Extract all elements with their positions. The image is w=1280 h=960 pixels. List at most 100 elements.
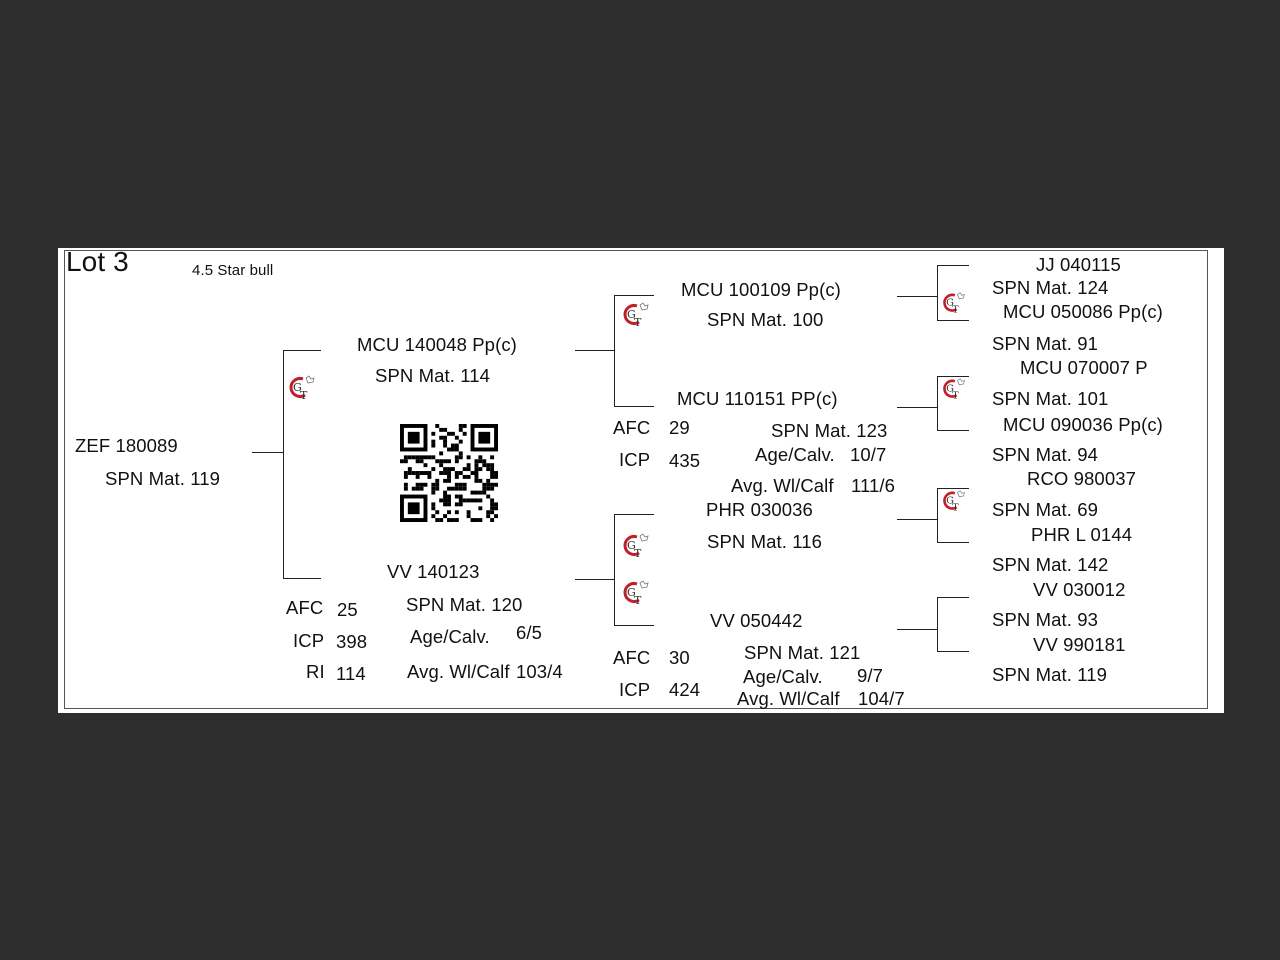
connector bbox=[937, 597, 938, 652]
connector bbox=[937, 376, 938, 431]
ssd-id: MCU 050086 Pp(c) bbox=[1003, 301, 1163, 322]
sss-spn: SPN Mat. 124 bbox=[992, 277, 1109, 298]
sd-age-value: 10/7 bbox=[850, 444, 887, 465]
dam-afc-value: 25 bbox=[337, 599, 358, 620]
connector bbox=[937, 597, 969, 598]
dd-icp-label: ICP bbox=[619, 679, 651, 700]
dd-icp-value: 424 bbox=[669, 679, 701, 700]
sd-wt-value: 111/6 bbox=[851, 475, 896, 496]
ss-spn: SPN Mat. 100 bbox=[707, 309, 824, 330]
sire-id: MCU 140048 Pp(c) bbox=[357, 334, 517, 355]
connector bbox=[897, 296, 937, 297]
svg-text:T: T bbox=[634, 316, 642, 329]
connector bbox=[283, 350, 284, 579]
connector bbox=[614, 295, 615, 406]
svg-text:G: G bbox=[946, 384, 954, 395]
svg-text:T: T bbox=[952, 503, 959, 514]
frame-right-rule bbox=[1207, 250, 1208, 709]
connector bbox=[575, 350, 614, 351]
connector bbox=[937, 376, 969, 377]
frame-bottom-rule bbox=[64, 708, 1208, 709]
connector bbox=[937, 488, 969, 489]
ss-id: MCU 100109 Pp(c) bbox=[681, 279, 841, 300]
connector bbox=[283, 578, 321, 579]
connector bbox=[937, 430, 969, 431]
ddd-spn: SPN Mat. 119 bbox=[992, 664, 1107, 685]
svg-text:T: T bbox=[634, 547, 642, 560]
connector bbox=[937, 265, 938, 321]
subject-spn: SPN Mat. 119 bbox=[105, 468, 220, 489]
dd-wt-label: Avg. Wl/Calf bbox=[737, 688, 840, 709]
sd-age-label: Age/Calv. bbox=[755, 444, 835, 465]
dam-spn: SPN Mat. 120 bbox=[406, 594, 523, 615]
sdd-spn: SPN Mat. 94 bbox=[992, 444, 1098, 465]
connector bbox=[937, 488, 938, 543]
connector bbox=[575, 579, 614, 580]
dd-wt-value: 104/7 bbox=[858, 688, 905, 709]
svg-text:G: G bbox=[293, 381, 302, 394]
dss-spn: SPN Mat. 69 bbox=[992, 499, 1098, 520]
sire-spn: SPN Mat. 114 bbox=[375, 365, 490, 386]
dam-age-value: 6/5 bbox=[516, 622, 543, 643]
svg-text:G: G bbox=[627, 586, 636, 599]
dss-id: RCO 980037 bbox=[1027, 468, 1136, 489]
sd-icp-label: ICP bbox=[619, 449, 651, 470]
qr-code-icon bbox=[400, 424, 498, 522]
connector bbox=[614, 514, 654, 515]
frame-top-rule bbox=[64, 250, 1208, 251]
connector bbox=[937, 265, 969, 266]
dam-icp-label: ICP bbox=[293, 630, 325, 651]
dam-age-label: Age/Calv. bbox=[410, 626, 490, 647]
sd-afc-label: AFC bbox=[613, 417, 651, 438]
dd-afc-label: AFC bbox=[613, 647, 651, 668]
sss-id: JJ 040115 bbox=[1036, 254, 1121, 275]
dam-id: VV 140123 bbox=[387, 561, 480, 582]
ddd-id: VV 990181 bbox=[1033, 634, 1126, 655]
connector bbox=[937, 651, 969, 652]
svg-text:T: T bbox=[952, 305, 959, 316]
ds-spn: SPN Mat. 116 bbox=[707, 531, 822, 552]
connector bbox=[937, 542, 969, 543]
sdd-id: MCU 090036 Pp(c) bbox=[1003, 414, 1163, 435]
connector bbox=[614, 625, 654, 626]
dd-age-label: Age/Calv. bbox=[743, 666, 823, 687]
svg-text:G: G bbox=[627, 539, 636, 552]
dam-wt-label: Avg. Wl/Calf bbox=[407, 661, 510, 682]
connector bbox=[897, 407, 937, 408]
dd-age-value: 9/7 bbox=[857, 665, 884, 686]
ds-id: PHR 030036 bbox=[706, 499, 813, 520]
svg-text:G: G bbox=[946, 298, 954, 309]
dam-ri-value: 114 bbox=[336, 663, 366, 684]
dam-icp-value: 398 bbox=[336, 631, 368, 652]
dd-afc-value: 30 bbox=[669, 647, 690, 668]
connector bbox=[283, 350, 321, 351]
svg-text:T: T bbox=[634, 594, 642, 607]
dam-afc-label: AFC bbox=[286, 597, 324, 618]
connector bbox=[897, 519, 937, 520]
svg-text:T: T bbox=[300, 389, 308, 402]
dam-ri-label: RI bbox=[306, 661, 325, 682]
sds-spn: SPN Mat. 101 bbox=[992, 388, 1109, 409]
connector bbox=[897, 629, 937, 630]
dd-spn: SPN Mat. 121 bbox=[744, 642, 861, 663]
connector bbox=[937, 320, 969, 321]
sd-id: MCU 110151 PP(c) bbox=[677, 388, 838, 409]
connector bbox=[614, 514, 615, 626]
star-rating: 4.5 Star bull bbox=[192, 262, 274, 279]
dam-wt-value: 103/4 bbox=[516, 661, 563, 682]
dds-id: VV 030012 bbox=[1033, 579, 1126, 600]
frame-left-rule bbox=[64, 250, 65, 709]
dsd-id: PHR L 0144 bbox=[1031, 524, 1133, 545]
lot-title: Lot 3 bbox=[66, 246, 129, 277]
subject-id: ZEF 180089 bbox=[75, 435, 178, 456]
connector bbox=[252, 452, 283, 453]
dsd-spn: SPN Mat. 142 bbox=[992, 554, 1109, 575]
sd-wt-label: Avg. Wl/Calf bbox=[731, 475, 834, 496]
dd-id: VV 050442 bbox=[710, 610, 803, 631]
